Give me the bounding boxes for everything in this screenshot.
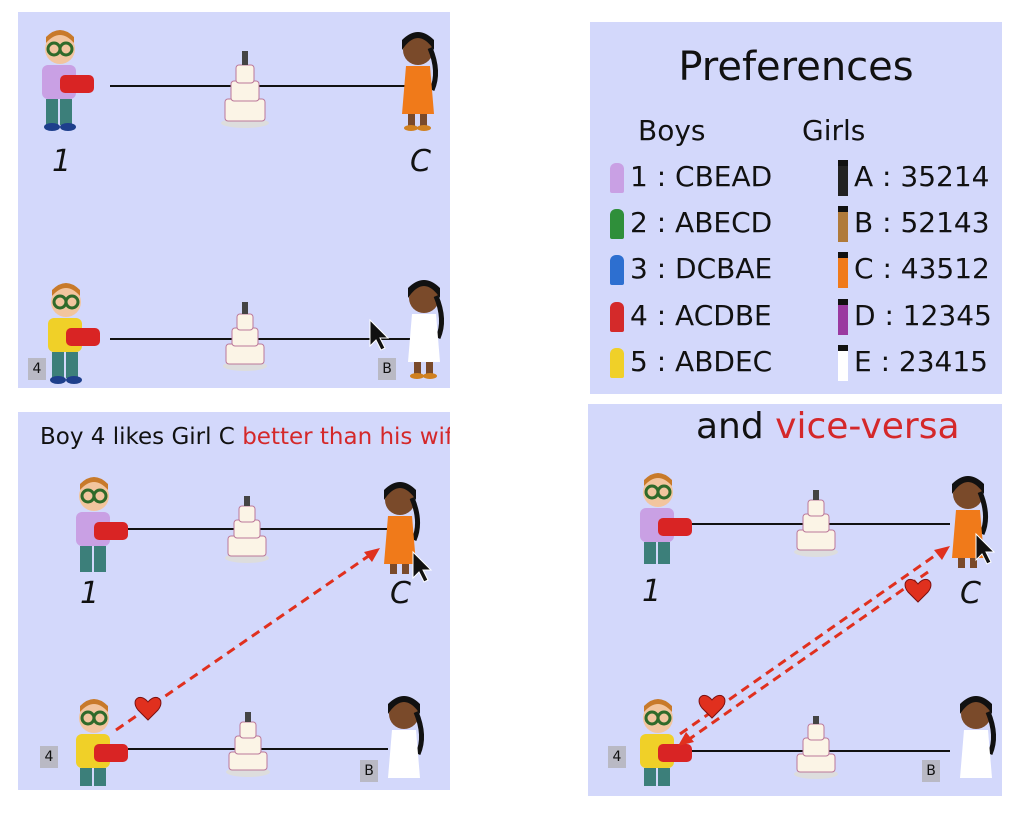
boy-pref-row: 2 : ABECD (610, 206, 772, 239)
panel-bottom-left: Boy 4 likes Girl C better than his wife.… (18, 412, 450, 790)
girl-pref-row: A : 35214 (838, 160, 989, 196)
cake-icon (225, 496, 269, 563)
boy-pref-row: 3 : DCBAE (610, 252, 772, 285)
boy-label-1: 1 (80, 576, 100, 611)
boy-1-figure (640, 473, 692, 564)
girl-tag-b: B (922, 760, 940, 782)
girl-b-figure (960, 696, 996, 778)
heart-icon (698, 695, 726, 719)
girl-label-c: C (960, 576, 981, 611)
couples-diagram-bottom-right (640, 473, 996, 786)
cake-icon (223, 302, 267, 371)
caption-boy4-likes: Boy 4 likes Girl C better than his wife. (40, 424, 450, 450)
couples-diagram-bottom-left (76, 477, 433, 786)
boy-pref-row: 4 : ACDBE (610, 299, 772, 332)
girls-header: Girls (802, 114, 866, 147)
arrowhead-icon (364, 548, 380, 562)
boy-4-figure (76, 699, 128, 786)
boy-tag-4: 4 (28, 358, 46, 380)
boy-pref-row: 1 : CBEAD (610, 160, 772, 193)
girl-pref-text: D : 12345 (854, 299, 992, 332)
boy-pref-text: 5 : ABDEC (630, 345, 773, 378)
arrowhead-icon (678, 732, 694, 746)
girl-icon (838, 206, 848, 242)
caption-vice-versa: and vice-versa (696, 406, 960, 447)
boy-icon (610, 302, 624, 332)
boy-1-figure (42, 30, 94, 131)
girl-pref-text: E : 23415 (854, 345, 988, 378)
boys-header: Boys (638, 114, 706, 147)
girl-pref-row: C : 43512 (838, 252, 990, 288)
girl-c-figure (952, 476, 988, 568)
couples-diagram-top-left (42, 30, 444, 384)
girl-c-figure (384, 482, 420, 574)
panel-preferences: Preferences Boys Girls 1 : CBEAD 2 : ABE… (590, 22, 1002, 394)
girl-icon (838, 345, 848, 381)
dashed-arrow-girl-to-boy (687, 570, 929, 742)
cursor-arrow-icon (975, 532, 996, 565)
arrowhead-icon (934, 546, 950, 560)
cursor-arrow-icon (369, 318, 390, 351)
boy-4-figure (640, 699, 692, 786)
boy-icon (610, 348, 624, 378)
boy-label-1: 1 (642, 574, 662, 609)
boy-tag-4: 4 (40, 746, 58, 768)
panel-top-left: 1 C 4 B (18, 12, 450, 388)
cake-icon (226, 712, 270, 777)
panel-bottom-right: and vice-versa 1 C 4 B (588, 404, 1002, 796)
boy-pref-text: 4 : ACDBE (630, 299, 772, 332)
cake-icon (794, 490, 838, 557)
boy-label-1: 1 (52, 144, 72, 179)
girl-label-c: C (390, 576, 411, 611)
girl-pref-text: C : 43512 (854, 252, 990, 285)
girl-c-figure (402, 32, 438, 131)
heart-icon (904, 579, 932, 603)
girl-icon (838, 252, 848, 288)
girl-b-figure (388, 696, 424, 778)
boy-pref-text: 1 : CBEAD (630, 160, 773, 193)
boy-pref-row: 5 : ABDEC (610, 345, 772, 378)
girl-pref-row: B : 52143 (838, 206, 990, 242)
boy-icon (610, 255, 624, 285)
cake-icon (794, 716, 838, 779)
girl-pref-text: A : 35214 (854, 160, 990, 193)
boy-pref-text: 3 : DCBAE (630, 252, 773, 285)
girl-b-figure (408, 280, 444, 379)
girl-pref-text: B : 52143 (854, 206, 990, 239)
girl-icon (838, 160, 848, 196)
cake-icon (221, 51, 269, 128)
preferences-title: Preferences (678, 44, 914, 90)
girl-tag-b: B (360, 760, 378, 782)
girl-pref-row: D : 12345 (838, 299, 992, 335)
boy-pref-text: 2 : ABECD (630, 206, 773, 239)
girl-icon (838, 299, 848, 335)
boy-tag-4: 4 (608, 746, 626, 768)
boy-1-figure (76, 477, 128, 572)
cursor-arrow-icon (412, 550, 433, 583)
girl-label-c: C (410, 144, 431, 179)
girl-tag-b: B (378, 358, 396, 380)
boy-icon (610, 163, 624, 193)
girl-pref-row: E : 23415 (838, 345, 988, 381)
boy-icon (610, 209, 624, 239)
boy-4-figure (48, 283, 100, 384)
heart-icon (134, 697, 162, 721)
